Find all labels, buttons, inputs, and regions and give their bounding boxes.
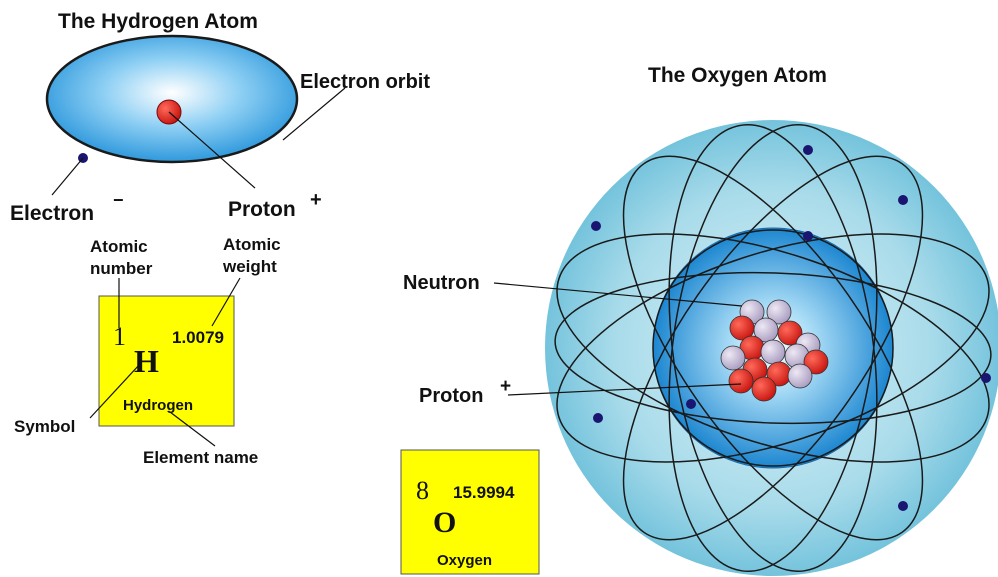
- electron: [898, 195, 908, 205]
- oxygen-element-name: Oxygen: [437, 552, 492, 569]
- label-element-name: Element name: [143, 448, 258, 467]
- oxygen-atomic-number: 8: [416, 476, 429, 505]
- label-atomic-weight-1: Atomic: [223, 235, 281, 254]
- label-electron-charge: −: [113, 190, 124, 210]
- hydrogen-title: The Hydrogen Atom: [58, 10, 258, 33]
- neutron: [761, 340, 785, 364]
- hydrogen-electron-orbit: [47, 36, 297, 162]
- label-atomic-weight-2: weight: [222, 257, 277, 276]
- label-oxygen-proton-charge: +: [500, 376, 511, 397]
- label-oxygen-proton: Proton: [419, 385, 483, 407]
- neutron: [788, 364, 812, 388]
- electron: [981, 373, 991, 383]
- electron: [591, 221, 601, 231]
- label-atomic-number-1: Atomic: [90, 237, 148, 256]
- proton: [752, 377, 776, 401]
- proton: [729, 369, 753, 393]
- label-electron-orbit: Electron orbit: [300, 71, 430, 93]
- electron: [803, 231, 813, 241]
- oxygen-symbol: O: [433, 506, 456, 539]
- electron: [803, 145, 813, 155]
- oxygen-atomic-weight: 15.9994: [453, 483, 515, 502]
- label-electron: Electron: [10, 202, 94, 225]
- label-atomic-number-2: number: [90, 259, 153, 278]
- label-symbol: Symbol: [14, 417, 75, 436]
- electron: [593, 413, 603, 423]
- hydrogen-symbol: H: [134, 343, 159, 379]
- leader-electron: [52, 158, 83, 195]
- label-proton: Proton: [228, 198, 296, 221]
- label-proton-charge: +: [310, 189, 322, 211]
- label-neutron: Neutron: [403, 272, 480, 294]
- electron: [686, 399, 696, 409]
- neutron: [721, 346, 745, 370]
- electron: [898, 501, 908, 511]
- hydrogen-atomic-weight: 1.0079: [172, 328, 224, 347]
- oxygen-title: The Oxygen Atom: [648, 64, 827, 87]
- hydrogen-element-name: Hydrogen: [123, 397, 193, 414]
